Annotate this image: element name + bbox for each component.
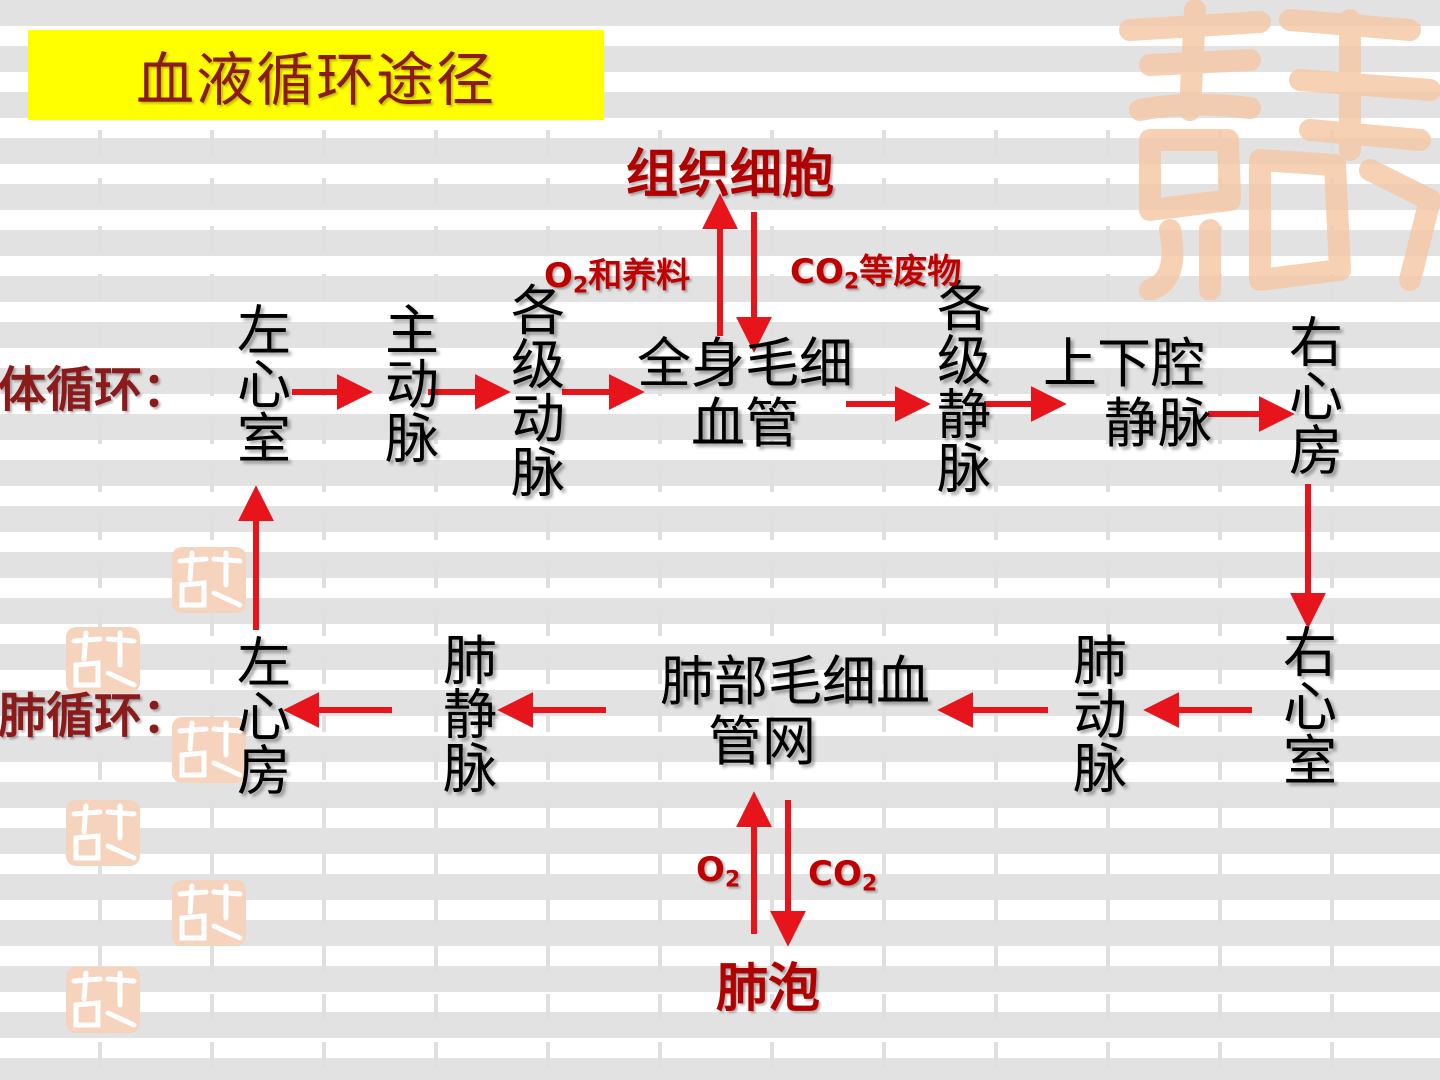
label-o2-prefix: O [696, 850, 725, 890]
label-co2-sub: 2 [861, 870, 878, 897]
node-pulmonary-vein: 肺静脉 [433, 632, 497, 794]
label-co2: CO2 [808, 854, 877, 897]
label-co2-waste-suffix: 等废物 [859, 252, 962, 292]
label-o2-nutrients-suffix: 和养料 [588, 256, 691, 296]
node-tissue-cells: 组织细胞 [626, 144, 835, 205]
node-vena-cava: 上下腔 静脉 [1036, 332, 1212, 456]
label-co2-waste: CO2等废物 [790, 244, 961, 295]
node-lung-capillaries: 肺部毛细血 管网 [652, 650, 938, 774]
node-lung-capillaries-line1: 肺部毛细血 [660, 650, 930, 713]
node-right-ventricle: 右心室 [1273, 624, 1337, 786]
node-lung-capillaries-line2: 管网 [708, 710, 816, 774]
node-vena-cava-line1: 上下腔 [1043, 332, 1205, 395]
node-aorta: 主动脉 [375, 302, 439, 464]
label-o2-sub: 2 [724, 866, 741, 893]
systemic-circulation-label: 体循环： [0, 362, 191, 418]
node-body-capillaries: 全身毛细 血管 [632, 332, 858, 456]
title-banner: 血液循环途径 [28, 30, 604, 120]
auspicious-seal-icon [172, 880, 246, 946]
label-o2-nutrients-sub: 2 [572, 272, 589, 299]
node-left-ventricle: 左心室 [227, 302, 291, 464]
label-o2: O2 [696, 850, 740, 893]
auspicious-seal-icon [172, 717, 246, 783]
label-co2-waste-sub: 2 [843, 268, 860, 295]
node-body-capillaries-line1: 全身毛细 [637, 332, 853, 395]
auspicious-seal-icon [172, 547, 246, 613]
label-o2-nutrients-prefix: O [544, 256, 573, 296]
label-co2-prefix: CO [808, 854, 862, 894]
auspicious-seal-icon [66, 627, 140, 693]
node-vena-cava-line2: 静脉 [1104, 392, 1212, 456]
node-pulmonary-artery: 肺动脉 [1063, 632, 1127, 794]
label-co2-waste-prefix: CO [790, 252, 844, 292]
node-body-capillaries-line2: 血管 [691, 392, 799, 456]
auspicious-seal-icon [66, 967, 140, 1033]
auspicious-seal-icon [66, 800, 140, 866]
auspicious-seal-icon [1119, 0, 1440, 300]
node-left-atrium: 左心房 [227, 634, 291, 796]
page-title: 血液循环途径 [135, 46, 496, 114]
node-alveoli: 肺泡 [716, 958, 821, 1019]
label-o2-nutrients: O2和养料 [544, 248, 690, 299]
node-arteries: 各级动脉 [501, 282, 565, 498]
pulmonary-circulation-label: 肺循环： [0, 688, 191, 744]
node-veins: 各级静脉 [927, 278, 991, 494]
node-right-atrium: 右心房 [1279, 314, 1343, 476]
